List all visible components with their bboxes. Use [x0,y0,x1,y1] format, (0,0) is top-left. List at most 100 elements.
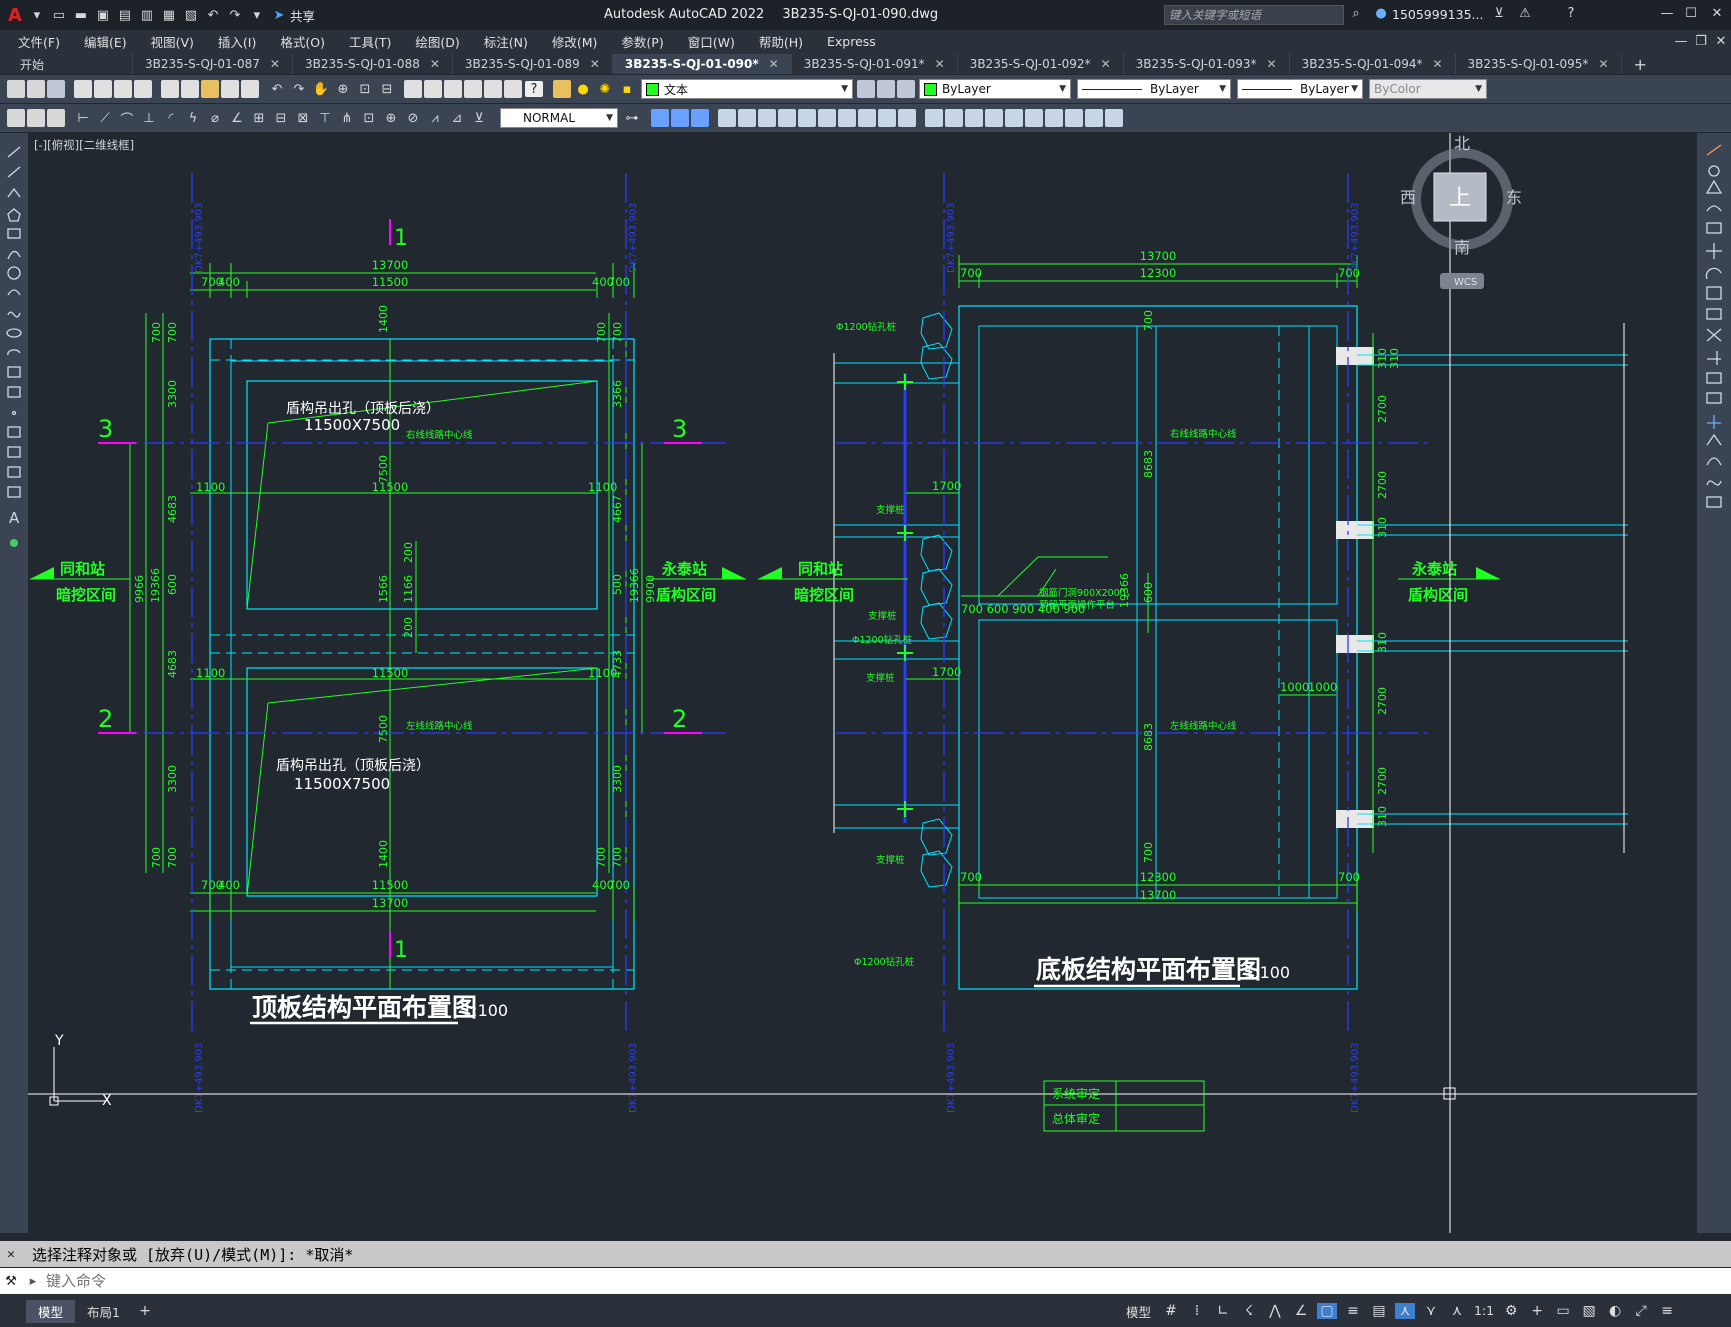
pan-icon[interactable]: ✋ [312,81,330,97]
zoom-previous-icon[interactable]: ⊟ [381,81,393,97]
redo-icon[interactable]: ↷ [293,81,305,97]
aligned-dim-icon[interactable]: ⟋ [100,110,110,126]
osnap-tracking-icon[interactable]: ∠ [1294,1303,1308,1319]
tolerance-icon[interactable]: ⊡ [363,110,375,126]
add-selected-icon[interactable] [10,539,18,547]
undo-icon[interactable]: ↶ [271,81,283,97]
polyline-icon[interactable] [7,187,21,198]
bulb-icon[interactable]: ● [577,81,589,97]
tab-close-icon[interactable]: ✕ [1266,57,1277,71]
share-button[interactable]: 共享 [289,8,315,24]
menu-view[interactable]: 视图(V) [150,34,194,50]
blend-icon[interactable] [1706,457,1722,466]
cut-icon[interactable] [161,80,179,98]
share-icon[interactable]: ➤ [273,7,285,23]
explode-icon[interactable] [945,109,963,127]
array-icon[interactable] [718,109,736,127]
web-open-icon[interactable]: ▦ [162,7,176,23]
lineweight-icon[interactable]: ≡ [1347,1303,1359,1319]
command-input[interactable] [44,1271,1648,1291]
tab-file-093[interactable]: 3B235-S-QJ-01-093*✕ [1124,54,1290,74]
tab-file-089[interactable]: 3B235-S-QJ-01-089✕ [453,54,613,74]
save-as-icon[interactable]: ▤ [118,7,132,23]
menu-dimension[interactable]: 标注(N) [483,34,528,50]
annotation-scale-icon[interactable]: ⋏ [1451,1303,1463,1319]
units-icon[interactable]: ▭ [1556,1303,1570,1319]
tab-close-icon[interactable]: ✕ [1432,57,1443,71]
edit-hatch-icon[interactable] [1065,109,1083,127]
block-editor-icon[interactable] [241,80,259,98]
linear-dim-icon[interactable]: ⊢ [77,110,89,126]
move-icon[interactable] [1706,243,1722,259]
construction-line-icon[interactable] [7,166,21,178]
chamfer-icon[interactable] [1707,415,1721,429]
open-icon[interactable] [27,80,45,98]
line-tool-icon[interactable] [7,146,21,158]
trim-icon[interactable] [1706,328,1722,342]
tool-icon[interactable] [7,109,25,127]
copy-object-icon[interactable] [651,109,669,127]
text-style-dropdown[interactable]: NORMAL ▼ [500,108,618,128]
trim-icon[interactable] [818,109,836,127]
model-space-toggle[interactable]: 模型 [1126,1304,1152,1320]
annotation-scale-value[interactable]: 1:1 [1474,1303,1495,1318]
zoom-window-icon[interactable]: ⊡ [359,81,371,97]
stretch-icon[interactable] [798,109,816,127]
edit-array-icon[interactable] [1085,109,1103,127]
baseline-dim-icon[interactable]: ⊟ [275,110,287,126]
menu-parametric[interactable]: 参数(P) [621,34,664,50]
auto-scale-icon[interactable]: ⋎ [1425,1303,1437,1319]
tab-file-094[interactable]: 3B235-S-QJ-01-094*✕ [1290,54,1456,74]
break-icon[interactable] [858,109,876,127]
zoom-realtime-icon[interactable]: ⊕ [337,81,349,97]
make-current-icon[interactable] [857,80,875,98]
ellipse-icon[interactable] [6,328,22,338]
preview-icon[interactable] [94,80,112,98]
extend-icon[interactable] [1707,351,1721,365]
isolate-icon[interactable]: ◐ [1609,1303,1622,1319]
view-cube-face[interactable] [1433,172,1487,222]
clean-screen-icon[interactable]: ⤢ [1635,1303,1647,1319]
compass-west[interactable]: 西 [1400,188,1416,207]
point-icon[interactable] [11,410,17,416]
tab-close-icon[interactable]: ✕ [934,57,945,71]
model-space-viewport[interactable]: [-][俯视][二维线框] [28,133,1697,1233]
menu-help[interactable]: 帮助(H) [758,34,803,50]
chamfer-icon[interactable] [898,109,916,127]
view-cube[interactable]: 上 北 南 西 东 WCS [1400,134,1522,289]
scale-icon[interactable] [1706,286,1722,300]
offset-icon[interactable] [1706,205,1722,212]
tab-file-095[interactable]: 3B235-S-QJ-01-095*✕ [1456,54,1622,74]
help-icon[interactable]: ? [1567,5,1575,21]
extend-icon[interactable] [838,109,856,127]
dim-text-edit-icon[interactable]: ⊻ [474,110,484,126]
ortho-icon[interactable]: ∟ [1217,1303,1229,1319]
menu-file[interactable]: 文件(F) [18,34,60,50]
ellipse-arc-icon[interactable] [7,349,21,356]
spline-icon[interactable] [7,311,21,318]
lengthen-icon[interactable] [985,109,1003,127]
ordinate-dim-icon[interactable]: ⊥ [143,110,155,126]
mtext-icon[interactable]: A [9,509,20,527]
calculator-icon[interactable] [504,80,522,98]
rotate-icon[interactable] [758,109,776,127]
tab-file-087[interactable]: 3B235-S-QJ-01-087✕ [133,54,293,74]
connect-icon[interactable]: ⚠ [1519,5,1531,21]
erase-icon[interactable] [1706,144,1722,156]
jogged-linear-icon[interactable]: ⩘ [431,110,439,126]
radius-dim-icon[interactable]: ◜ [168,110,174,126]
wrench-icon[interactable]: ⚒ [5,1273,17,1289]
menu-modify[interactable]: 修改(M) [551,34,598,50]
quick-dim-icon[interactable]: ⊞ [253,110,265,126]
join-icon[interactable] [1706,392,1722,404]
circle-icon[interactable] [7,266,21,280]
layout-tab-model[interactable]: 模型 [26,1299,76,1323]
minimize-icon[interactable]: — [1660,5,1674,21]
explode-icon[interactable] [1706,480,1722,486]
dim-break-icon[interactable]: ⋔ [341,110,353,126]
close-icon[interactable]: ✕ [1711,5,1723,21]
layer-properties-icon[interactable] [553,80,571,98]
user-icon[interactable]: ● [1375,5,1387,21]
layout-tab-layout1[interactable]: 布局1 [87,1304,120,1320]
web-save-icon[interactable]: ▥ [140,7,154,23]
